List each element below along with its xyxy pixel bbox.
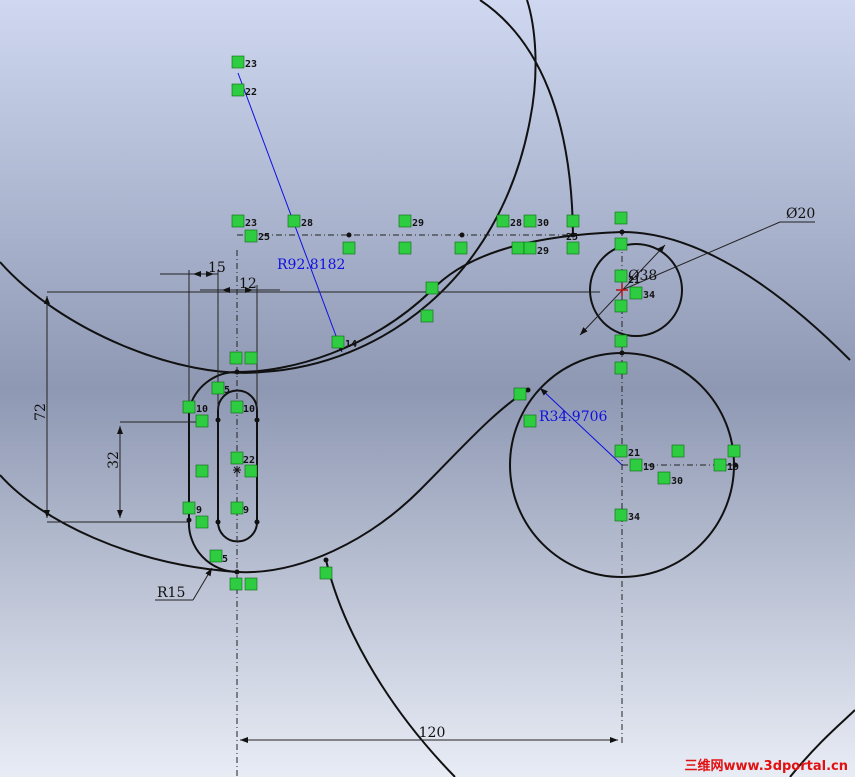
center-star [233, 466, 241, 474]
arc-lower-right-edge[interactable] [789, 709, 855, 777]
rel-label: 19 [727, 462, 739, 473]
dim-dia20: Ø20 [786, 206, 815, 222]
dim-12: 12 [239, 276, 257, 292]
rel-label: 25 [258, 232, 270, 243]
arc-bottom-right[interactable] [325, 559, 456, 777]
rel-label: 34 [628, 512, 640, 523]
rel-label: 21 [628, 275, 640, 286]
watermark-text: 三维网www.3dportal.cn [685, 758, 848, 774]
dim-r92: R92.8182 [277, 257, 345, 273]
rel-label: 14 [345, 339, 357, 350]
rel-label: 5 [224, 385, 230, 396]
rel-label: 5 [222, 554, 228, 565]
arc-r92-joiner[interactable] [237, 289, 433, 373]
dim-120: 120 [419, 725, 446, 741]
arc-upper-right[interactable] [479, 0, 574, 237]
rel-label: 19 [643, 462, 655, 473]
rel-label: 29 [412, 218, 424, 229]
rel-label: 30 [537, 218, 549, 229]
arc-lower-left[interactable] [0, 474, 239, 573]
relation-labels: 23 22 23 25 28 29 28 30 25 29 21 34 14 5… [196, 59, 739, 565]
rel-label: 9 [243, 505, 249, 516]
arc-r92-large[interactable] [0, 0, 537, 374]
rel-label: 23 [245, 59, 257, 70]
rel-label: 10 [243, 404, 255, 415]
rel-label: 22 [245, 87, 257, 98]
dim-15: 15 [208, 260, 226, 276]
dim-32: 32 [106, 451, 122, 469]
rel-label: 28 [301, 218, 313, 229]
rel-label: 10 [196, 404, 208, 415]
rel-label: 29 [537, 246, 549, 257]
radius-dimensions [237, 72, 623, 466]
rel-label: 9 [196, 505, 202, 516]
dim-r15: R15 [157, 585, 185, 601]
rel-label: 25 [566, 232, 578, 243]
rel-label: 21 [628, 448, 640, 459]
dim-72: 72 [33, 403, 49, 421]
rel-label: 34 [643, 290, 655, 301]
origin-marks [616, 284, 628, 296]
rel-label: 28 [510, 218, 522, 229]
rel-label: 22 [243, 455, 255, 466]
dimension-lines [44, 221, 815, 743]
rel-label: 23 [245, 218, 257, 229]
arc-r34-connector[interactable] [237, 389, 529, 574]
dim-dia38: Ø38 [628, 268, 657, 284]
dimension-texts[interactable]: 15 12 72 32 120 R15 Ø20 Ø38 R92.8182 R34… [33, 206, 815, 741]
dim-r34: R34.9706 [539, 409, 608, 425]
rel-label: 30 [671, 476, 683, 487]
